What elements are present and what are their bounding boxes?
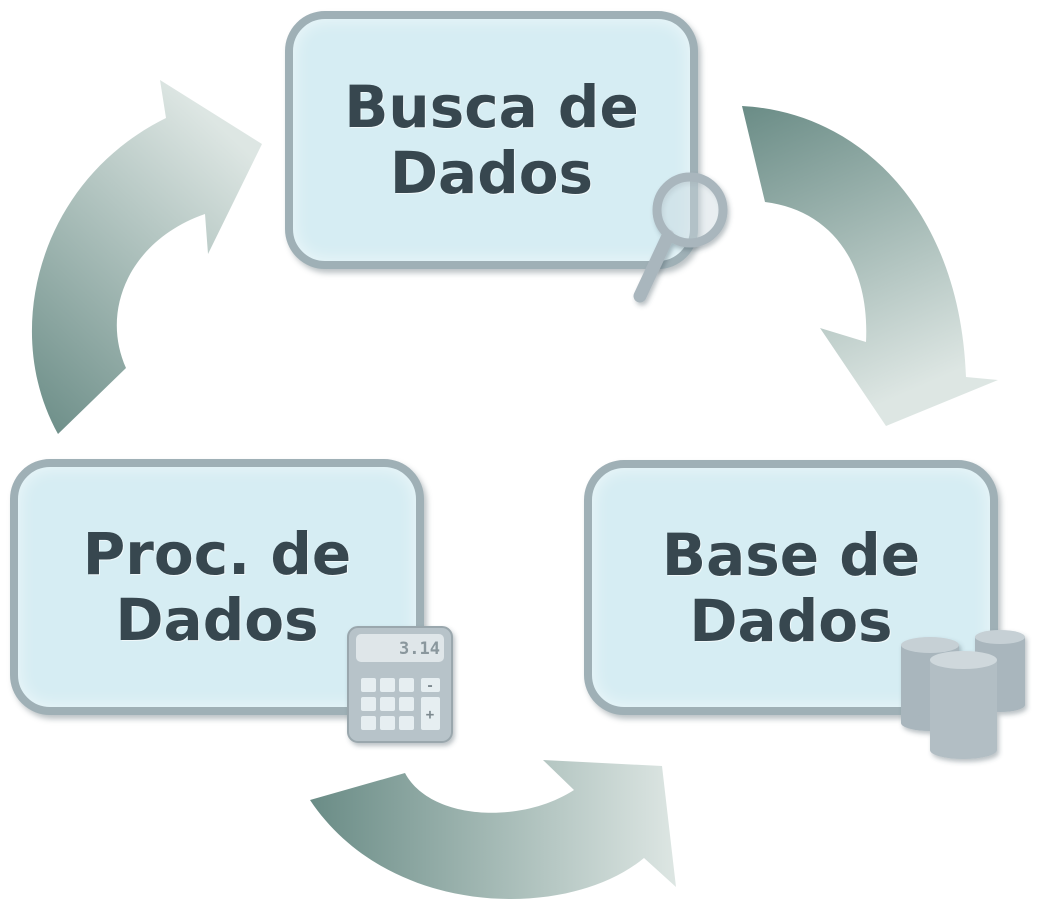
magnifier-icon [633, 172, 728, 303]
node-busca-de-dados: Busca de Dados [285, 11, 698, 269]
arrow-processing-to-search [31, 80, 262, 434]
arrow-processing-to-database [310, 760, 676, 900]
node-label: Proc. de Dados [82, 520, 352, 654]
calculator-display: 3.14 [399, 639, 440, 659]
arrow-search-to-database [742, 106, 998, 426]
node-label: Base de Dados [661, 520, 921, 655]
database-cylinders-icon [901, 630, 1025, 759]
node-label: Busca de Dados [344, 73, 639, 207]
calculator-plus-key: + [426, 707, 434, 723]
calculator-minus-key: - [426, 679, 434, 694]
calculator-icon: 3.14 - + [347, 626, 453, 743]
